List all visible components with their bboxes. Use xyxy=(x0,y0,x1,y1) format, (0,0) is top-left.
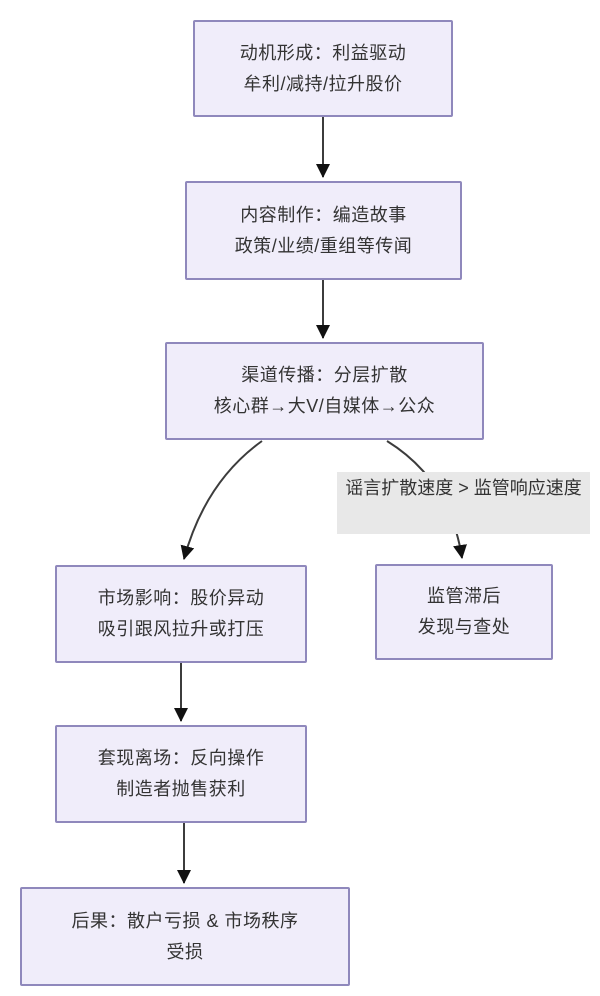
node-content-creation: 内容制作：编造故事 政策/业绩/重组等传闻 xyxy=(185,181,462,280)
node-regulator-lag: 监管滞后 发现与查处 xyxy=(375,564,553,660)
connector-channel-market xyxy=(180,440,263,560)
node-content-line2: 政策/业绩/重组等传闻 xyxy=(234,235,413,256)
node-consequence-line1: 后果：散户亏损 & 市场秩序 xyxy=(71,910,299,931)
node-consequence-line2: 受损 xyxy=(166,941,204,962)
node-cashout-exit: 套现离场：反向操作 制造者抛售获利 xyxy=(55,725,307,823)
node-content-line1: 内容制作：编造故事 xyxy=(240,204,407,225)
node-motive: 动机形成：利益驱动 牟利/减持/拉升股价 xyxy=(193,20,453,117)
node-market-line1: 市场影响：股价异动 xyxy=(97,588,265,608)
node-market-impact: 市场影响：股价异动 吸引跟风拉升或打压 xyxy=(55,565,307,663)
node-motive-line2: 牟利/减持/拉升股价 xyxy=(243,73,403,94)
node-motive-line1: 动机形成：利益驱动 xyxy=(239,42,407,63)
edge-label-rumor-speed: 谣言扩散速度 > 监管响应速度 xyxy=(337,472,590,534)
node-channel-line2: 核心群→大V/自媒体→公众 xyxy=(213,396,436,416)
node-cashout-line1: 套现离场：反向操作 xyxy=(97,748,265,768)
node-cashout-line2: 制造者抛售获利 xyxy=(116,779,246,799)
node-regulator-line1: 监管滞后 xyxy=(427,586,501,606)
node-consequence: 后果：散户亏损 & 市场秩序 受损 xyxy=(20,887,350,986)
node-regulator-line2: 发现与查处 xyxy=(417,617,511,637)
node-channel-line1: 渠道传播：分层扩散 xyxy=(241,365,408,385)
node-channel-spread: 渠道传播：分层扩散 核心群→大V/自媒体→公众 xyxy=(165,342,484,440)
node-market-line2: 吸引跟风拉升或打压 xyxy=(97,619,265,639)
